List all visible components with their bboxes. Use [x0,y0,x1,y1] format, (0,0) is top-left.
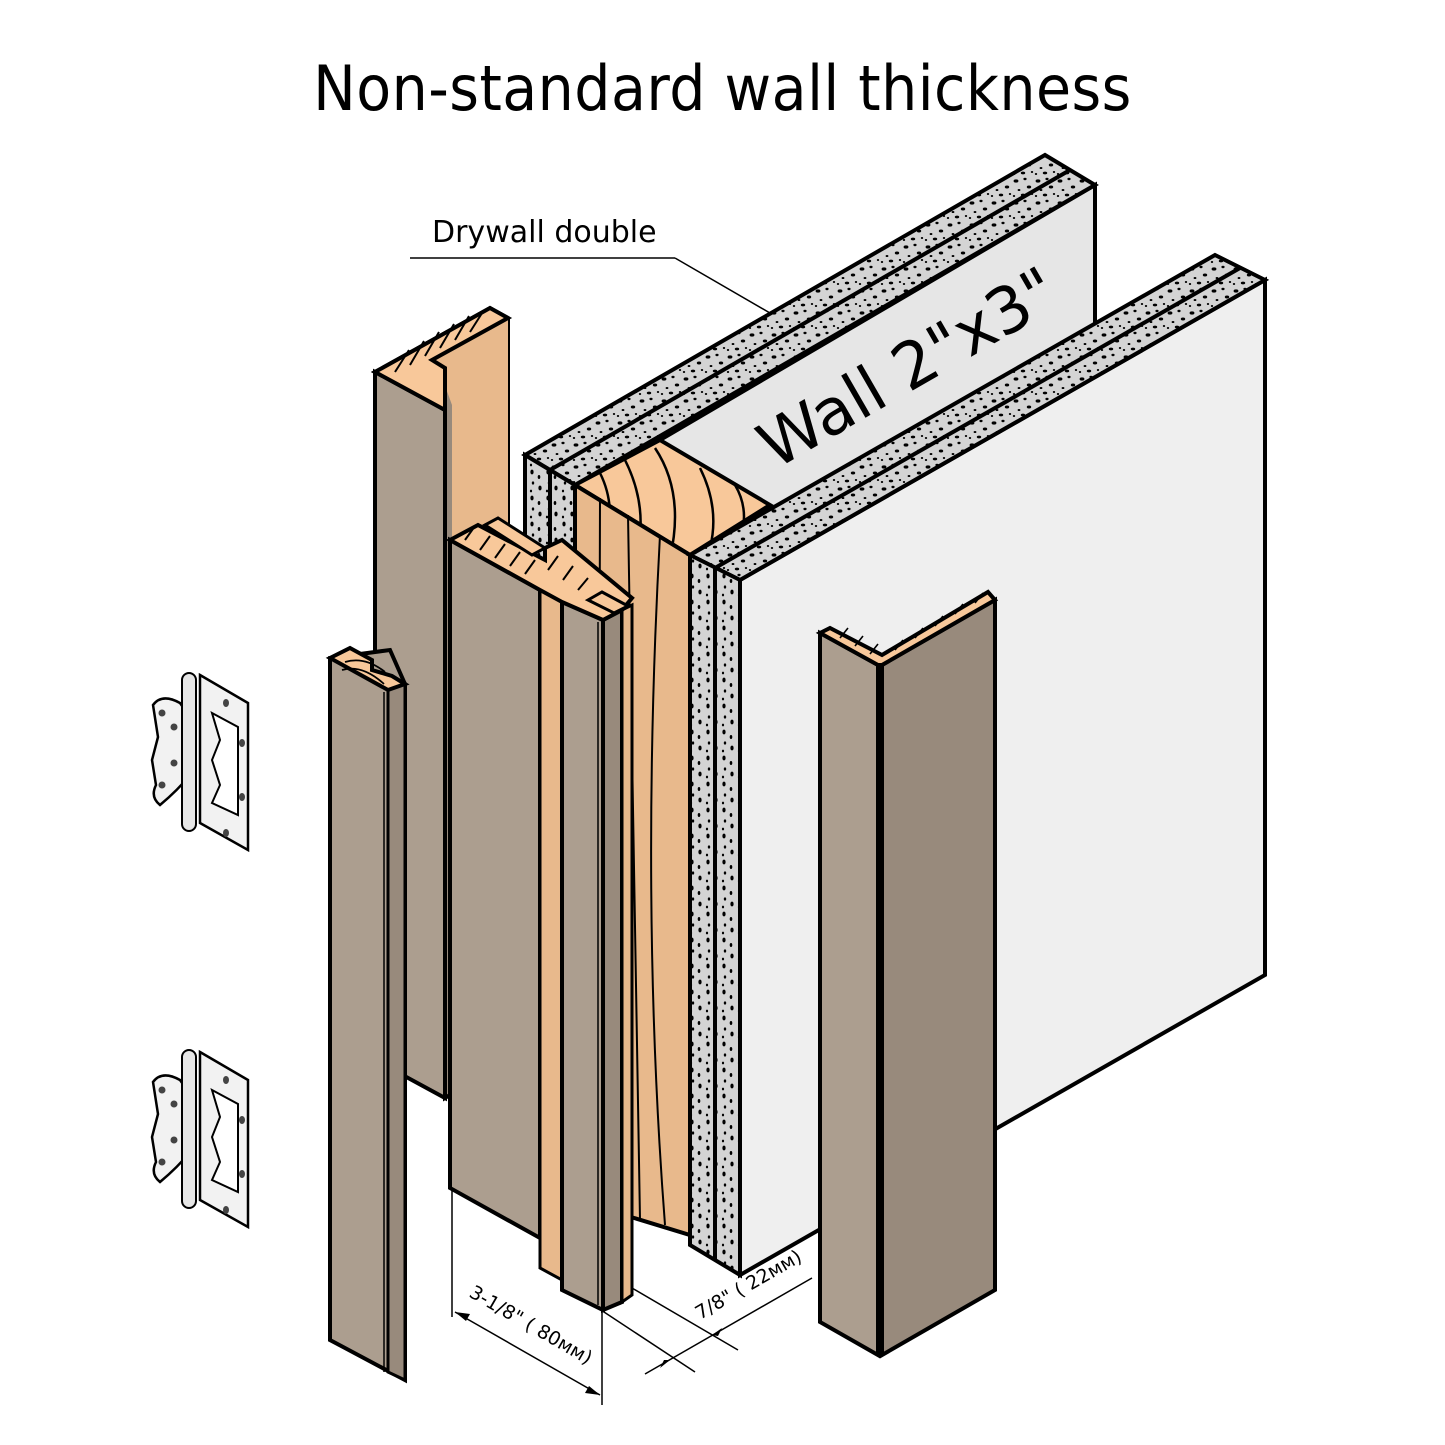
butterfly-hinge-bottom [150,1049,250,1230]
telescopic-extension-board [325,645,410,1384]
dimension-casing-offset: 7/8" ( 22мм) [603,1246,813,1375]
butterfly-hinge-top [150,672,250,853]
door-frame-box [445,516,635,1314]
page-title: Non-standard wall thickness [313,52,1132,125]
drywall-label: Drywall double [432,215,657,250]
drywall-callout: Drywall double [410,215,771,314]
l-shaped-casing [815,589,999,1359]
